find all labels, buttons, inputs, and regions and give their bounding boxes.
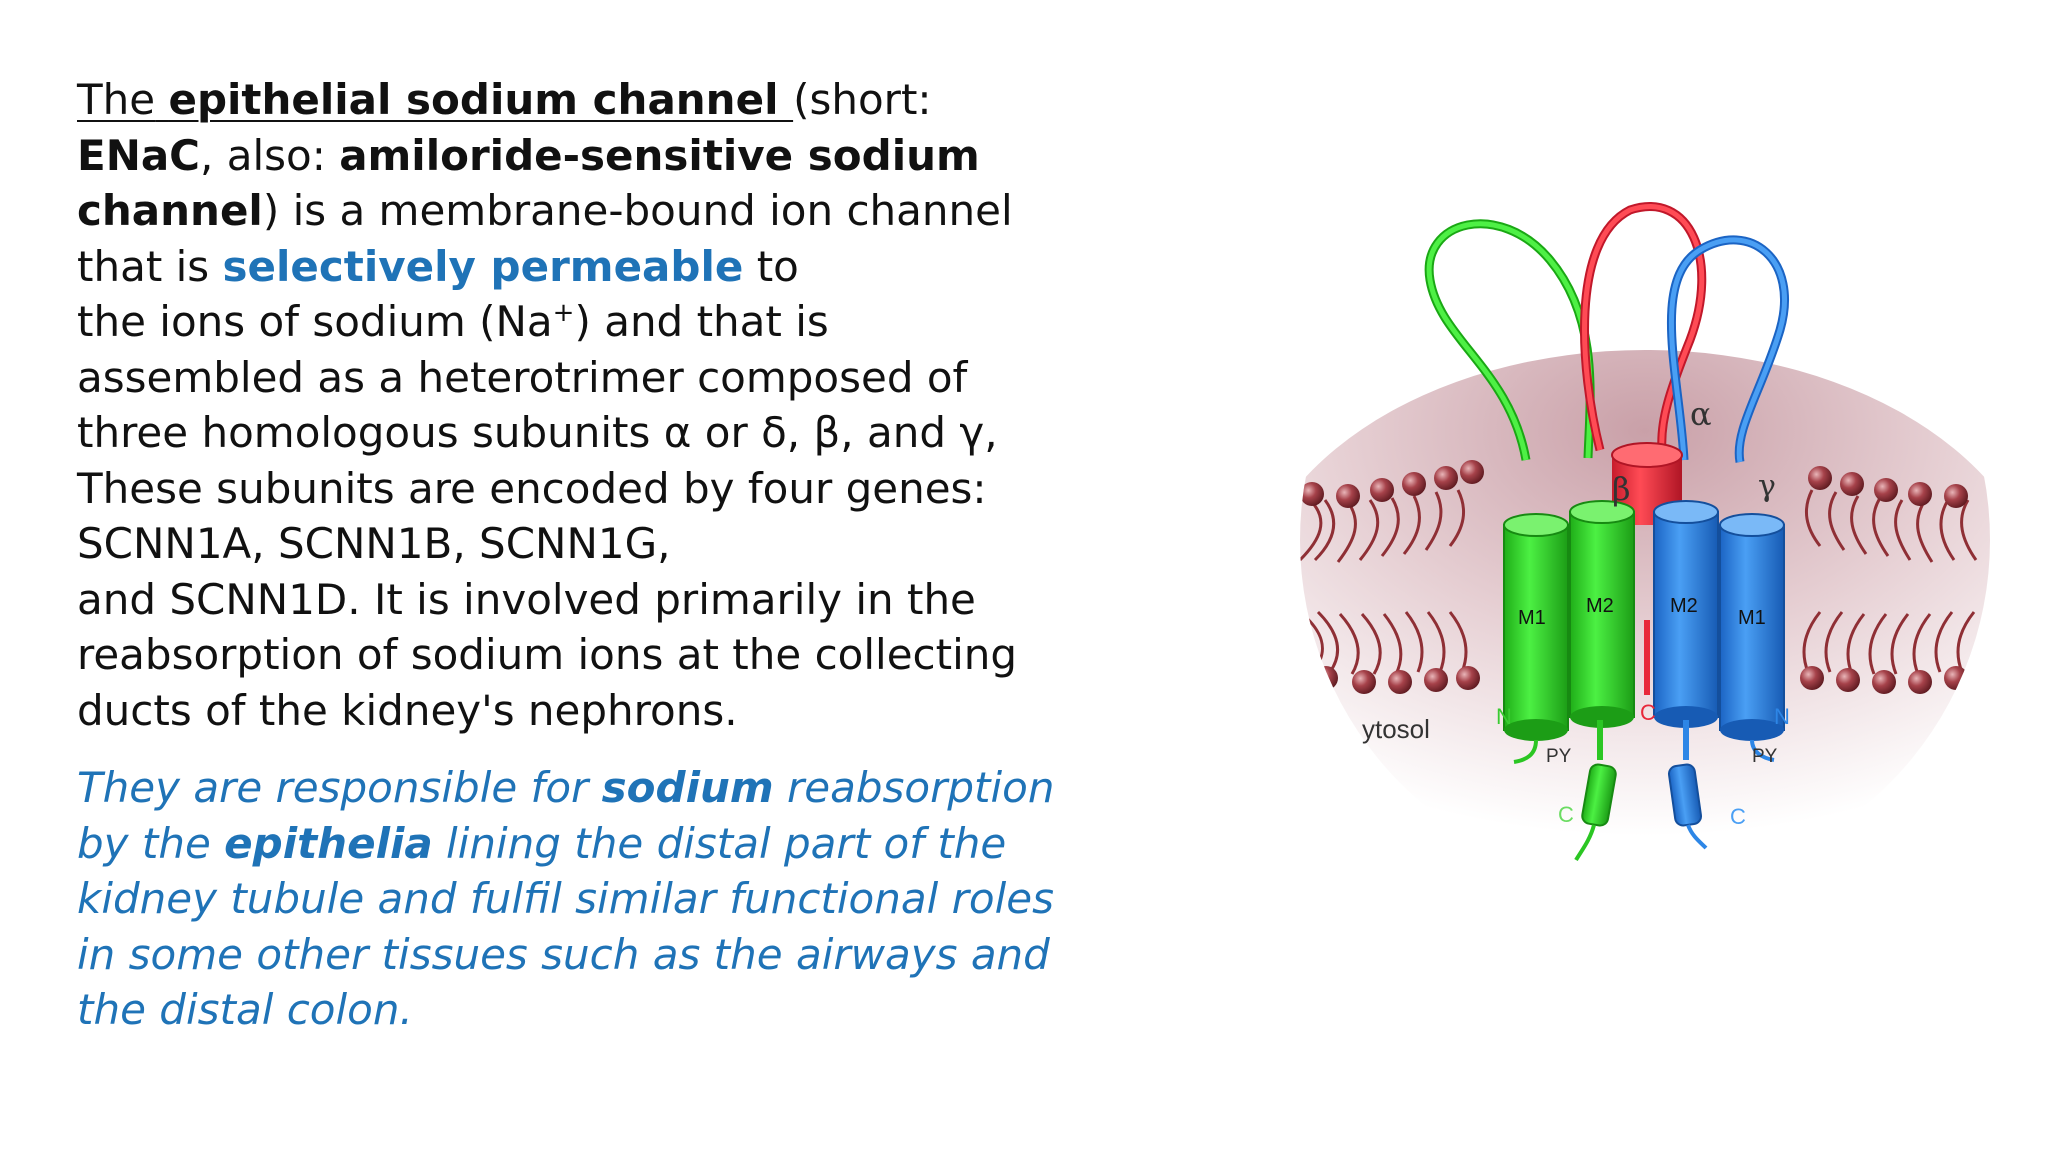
text-rest1: ) and that is assembled as a heterotrime… — [77, 297, 998, 568]
label-n-right: N — [1774, 704, 1790, 729]
label-gamma: γ — [1758, 469, 1776, 504]
text-lining: lining the distal part of the kidney tub… — [77, 818, 1054, 1035]
function-paragraph: They are responsible for sodium reabsorp… — [77, 760, 1057, 1038]
cytosol-region — [1300, 350, 1990, 880]
term-enac: ENaC — [77, 130, 201, 180]
text-block: The epithelial sodium channel (short: EN… — [77, 72, 1057, 1038]
term-epithelial-sodium-channel: epithelial sodium channel — [168, 75, 794, 124]
lipid-bilayer — [1300, 489, 1978, 675]
text-is: ) is a membrane-bound ion channel that i… — [77, 186, 1013, 291]
gamma-subunit — [1653, 500, 1785, 850]
text-reabsorption: reabsorption by the — [77, 763, 1055, 868]
label-beta: β — [1612, 470, 1631, 508]
term-selectively-permeable: selectively permeable — [222, 241, 744, 291]
text-short: (short: — [793, 75, 932, 124]
label-m1-left: M1 — [1518, 607, 1546, 629]
text-rest2: and SCNN1D. It is involved primarily in … — [77, 574, 1018, 735]
label-m2-right: M2 — [1670, 595, 1698, 617]
term-epithelia: epithelia — [224, 818, 433, 868]
label-alpha: α — [1690, 395, 1712, 433]
label-py-right: PY — [1752, 746, 1778, 767]
label-py-left: PY — [1546, 746, 1572, 767]
label-m2-left: M2 — [1586, 595, 1614, 617]
text-the: The — [77, 75, 156, 124]
label-n-left: N — [1496, 704, 1512, 729]
text-to: to — [743, 241, 799, 291]
label-c-left: C — [1558, 802, 1574, 827]
superscript-plus: + — [552, 298, 575, 328]
enac-structure-figure: α β γ M1 M2 M2 M1 N N C PY PY C C ytosol — [1300, 200, 2000, 880]
lipid-heads — [1300, 460, 1968, 694]
beta-subunit — [1503, 500, 1635, 862]
enac-diagram: α β γ M1 M2 M2 M1 N N C PY PY C C ytosol — [1300, 202, 1990, 880]
definition-paragraph: The epithelial sodium channel (short: EN… — [77, 72, 1057, 738]
term-amiloride: amiloride-sensitive sodium channel — [77, 130, 980, 236]
label-c-center: C — [1640, 700, 1656, 725]
membrane-scene — [1300, 350, 1990, 880]
label-c-right: C — [1730, 804, 1746, 829]
text-ions: the ions of sodium (Na — [77, 297, 553, 346]
label-m1-right: M1 — [1738, 607, 1766, 629]
term-sodium: sodium — [601, 763, 774, 812]
text-responsible: They are responsible for — [77, 763, 602, 812]
term-link[interactable]: The epithelial sodium channel — [77, 75, 793, 124]
text-also: , also: — [200, 130, 340, 180]
label-cytosol: ytosol — [1362, 714, 1430, 744]
